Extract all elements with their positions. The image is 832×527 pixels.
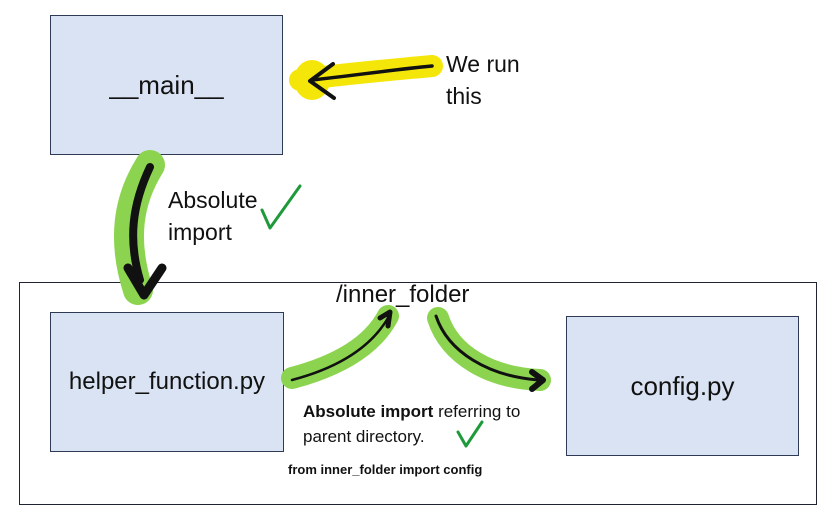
main-to-helper-arrow [129,163,154,284]
check-icon-absolute [260,184,302,230]
inner-folder-frame [19,282,817,505]
import-code-line: from inner_folder import config [288,462,483,477]
absolute-import-annotation: Absolute import [168,184,278,248]
we-run-line1: We run [446,51,520,77]
we-run-arrowhead-icon [308,62,336,100]
parent-note-rest: referring to parent directory. [303,402,521,446]
green-highlight-folder-config [427,307,551,391]
absolute-line2: import [168,219,232,245]
parent-note-bold: Absolute import [303,402,434,421]
parent-directory-note: Absolute import referring to parent dire… [303,399,563,449]
absolute-line1: Absolute [168,187,258,213]
helper-function-node: helper_function.py [50,312,284,452]
folder-to-config-arrow [434,314,540,382]
helper-function-label: helper_function.py [68,368,266,395]
main-node: __main__ [50,15,283,155]
helper-to-folder-arrow [290,316,390,382]
we-run-line2: this [446,83,482,109]
folder-label: /inner_folder [336,281,470,308]
main-node-label: __main__ [109,69,224,100]
we-run-arrow [310,64,434,82]
helper-to-folder-arrowhead-icon [377,309,393,329]
main-to-helper-arrowhead-icon [123,263,167,300]
config-node: config.py [566,316,799,456]
check-icon-parent [456,420,484,448]
green-highlight-helper-folder [281,305,399,389]
folder-to-config-arrowhead-icon [529,369,546,392]
we-run-annotation: We run this [446,48,566,112]
config-label: config.py [630,370,735,401]
